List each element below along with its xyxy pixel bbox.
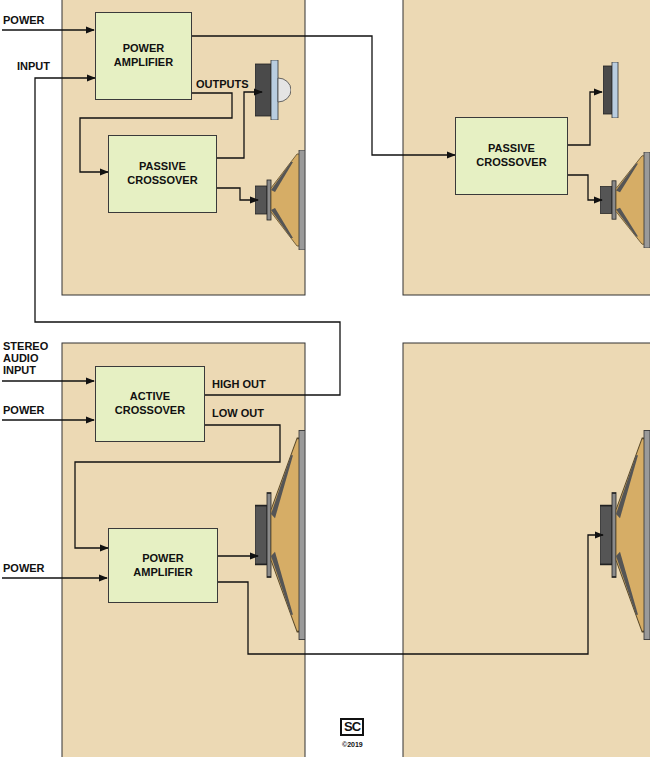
logo-mark: SC <box>340 718 364 736</box>
box-label: POWER AMPLIFIER <box>104 42 183 70</box>
box-label: PASSIVE CROSSOVER <box>117 160 208 188</box>
box-label: ACTIVE CROSSOVER <box>104 390 196 418</box>
copyright-note: ©2019 <box>342 741 363 749</box>
crossover-box: PASSIVE CROSSOVER <box>455 117 568 195</box>
amplifier-box: POWER AMPLIFIER <box>108 528 218 603</box>
crossover-box: ACTIVE CROSSOVER <box>95 366 205 442</box>
amplifier-box: POWER AMPLIFIER <box>95 12 192 100</box>
output-label: LOW OUT <box>212 407 264 419</box>
signal-label: POWER <box>3 562 45 574</box>
signal-label: POWER <box>3 14 45 26</box>
signal-label: STEREO AUDIO INPUT <box>3 340 59 376</box>
box-label: POWER AMPLIFIER <box>117 552 209 580</box>
signal-label: OUTPUTS <box>196 78 249 90</box>
crossover-box: PASSIVE CROSSOVER <box>108 135 217 213</box>
signal-connector <box>35 78 340 395</box>
signal-label: POWER <box>3 404 45 416</box>
signal-label: INPUT <box>17 60 50 72</box>
box-label: PASSIVE CROSSOVER <box>464 142 559 170</box>
output-label: HIGH OUT <box>212 378 266 390</box>
signal-connector <box>192 36 455 155</box>
